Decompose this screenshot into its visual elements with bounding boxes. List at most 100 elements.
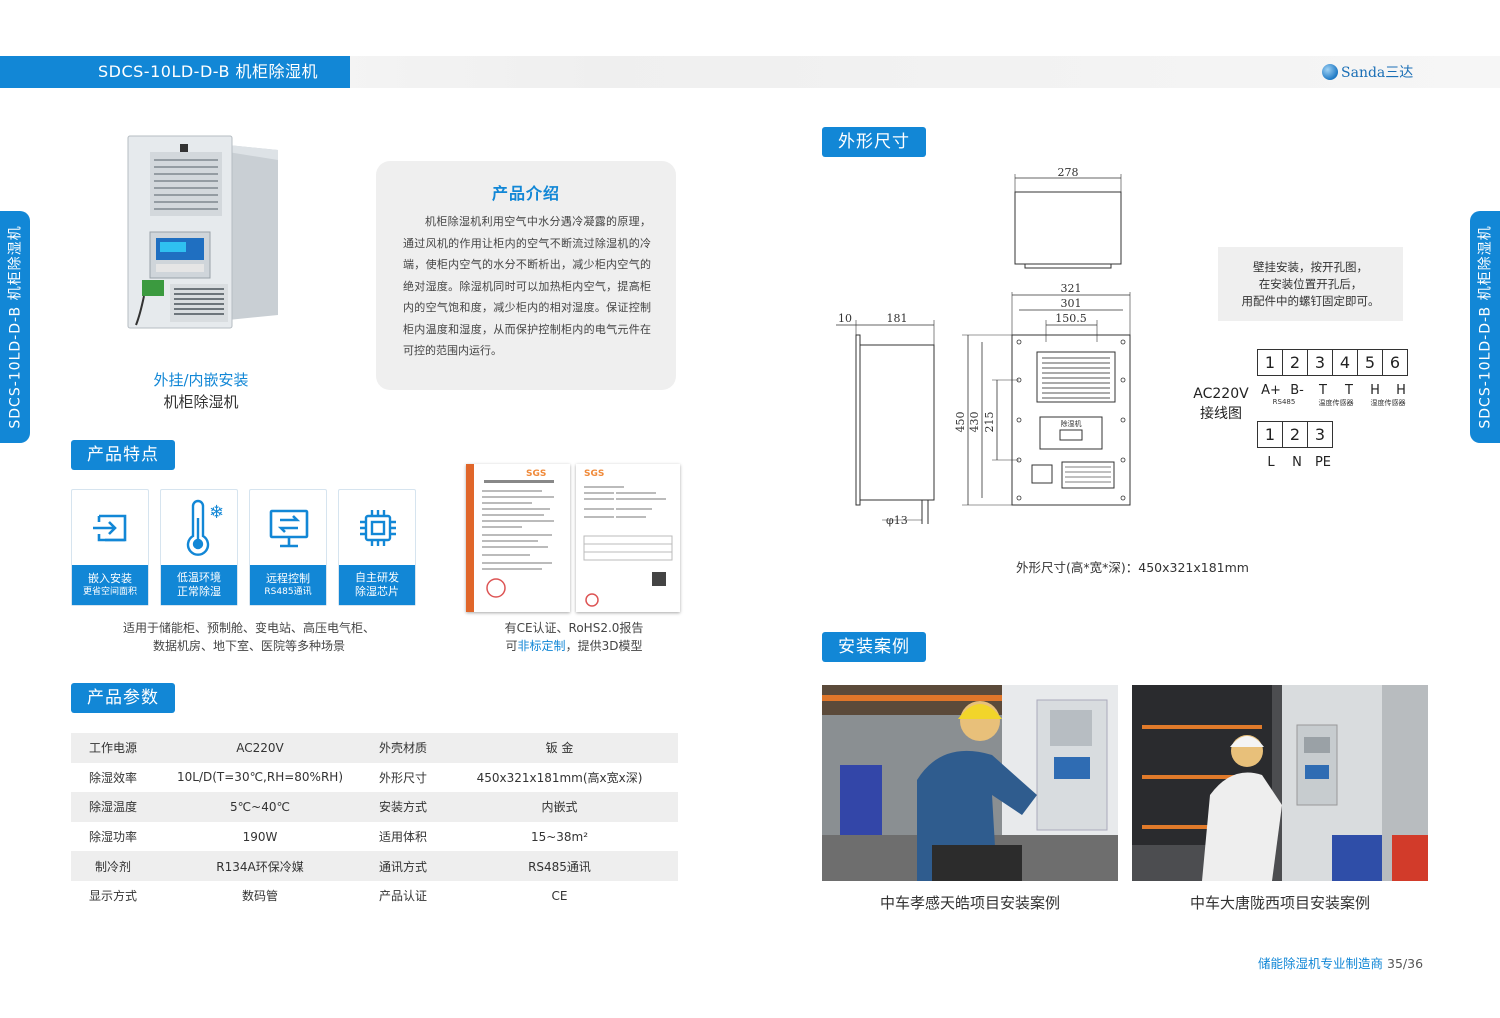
side-tab-left-label: SDCS-10LD-D-B 机柜除湿机 bbox=[8, 225, 24, 429]
wiring-terminal-row2: 1 2 3 L N PE bbox=[1257, 421, 1336, 470]
thermometer-icon: ❄ bbox=[186, 499, 224, 556]
terminal-number: 2 bbox=[1282, 421, 1308, 448]
cert2-brand: SGS bbox=[584, 469, 604, 479]
param-label: 显示方式 bbox=[88, 889, 137, 904]
feature-sublabel: RS485通讯 bbox=[264, 586, 312, 597]
params-title: 产品参数 bbox=[71, 683, 175, 713]
param-value: AC220V bbox=[155, 733, 365, 763]
certs-note-line1: 有CE认证、RoHS2.0报告 bbox=[504, 621, 644, 635]
terminal-label: PE bbox=[1314, 455, 1332, 470]
dim-pipe: φ13 bbox=[886, 514, 908, 527]
terminal-number: 3 bbox=[1307, 421, 1333, 448]
cert1-brand: SGS bbox=[526, 469, 546, 479]
install-tip: 壁挂安装，按开孔图， 在安装位置开孔后， 用配件中的螺钉固定即可。 bbox=[1218, 247, 1403, 321]
case-caption-1: 中车孝感天皓项目安装案例 bbox=[879, 894, 1060, 912]
brand-logo: Sanda三达 bbox=[1322, 62, 1413, 82]
param-value: RS485通讯 bbox=[441, 851, 678, 881]
case-caption-2: 中车大唐陇西项目安装案例 bbox=[1189, 894, 1370, 912]
feature-label: 远程控制 bbox=[266, 571, 310, 585]
feature-label: 低温环境 bbox=[177, 571, 221, 584]
terminal-number: 2 bbox=[1282, 349, 1308, 376]
terminal-label: H bbox=[1396, 383, 1406, 398]
feature-label: 嵌入安装 bbox=[88, 571, 132, 585]
intro-text: 机柜除湿机利用空气中水分遇冷凝露的原理，通过风机的作用让柜内的空气不断流过除湿机… bbox=[403, 215, 651, 357]
features-title: 产品特点 bbox=[71, 440, 175, 470]
certs-note-post: ，提供3D模型 bbox=[565, 639, 643, 653]
feature-card-embed: 嵌入安装更省空间面积 bbox=[71, 489, 149, 606]
dim-w150: 150.5 bbox=[1055, 312, 1087, 325]
features-note-line1: 适用于储能柜、预制舱、变电站、高压电气柜、 bbox=[122, 621, 375, 635]
side-tab-right: SDCS-10LD-D-B 机柜除湿机 bbox=[1470, 211, 1500, 443]
cases-title: 安装案例 bbox=[822, 632, 926, 662]
embed-icon bbox=[93, 514, 127, 542]
features-note: 适用于储能柜、预制舱、变电站、高压电气柜、 数据机房、地下室、医院等多种场景 bbox=[71, 619, 427, 655]
param-value: CE bbox=[551, 888, 568, 903]
terminal-sub-hum: 湿度传感器 bbox=[1370, 399, 1406, 407]
certs-note-pre: 可 bbox=[505, 639, 518, 653]
param-value: 190W bbox=[242, 829, 278, 844]
certificate-rohs-image: SGS bbox=[576, 464, 680, 612]
param-label: 除湿功率 bbox=[88, 830, 137, 845]
param-label: 适用体积 bbox=[378, 830, 427, 845]
param-label: 制冷剂 bbox=[71, 851, 155, 881]
dim-depth-10: 10 bbox=[838, 312, 852, 325]
intro-title: 产品介绍 bbox=[491, 184, 560, 203]
sanda-logo-icon bbox=[1322, 64, 1338, 80]
terminal-number: 3 bbox=[1307, 349, 1333, 376]
terminal-label: H bbox=[1370, 383, 1380, 398]
intro-box bbox=[376, 161, 676, 390]
dimensions-caption: 外形尺寸(高*宽*深)：450x321x181mm bbox=[1016, 560, 1249, 575]
certs-note: 有CE认证、RoHS2.0报告 可非标定制，提供3D模型 bbox=[466, 619, 682, 655]
footer-text: 储能除湿机专业制造商 bbox=[1258, 956, 1384, 971]
terminal-sub-temp: 温度传感器 bbox=[1318, 399, 1354, 407]
product-caption-install: 外挂/内嵌安装 bbox=[153, 371, 249, 389]
install-tip-line2: 在安装位置开孔后， bbox=[1258, 276, 1363, 291]
chip-icon bbox=[360, 510, 396, 546]
svg-text:❄: ❄ bbox=[209, 502, 224, 523]
param-value: 15~38m² bbox=[530, 829, 589, 844]
terminal-label: A+ bbox=[1261, 383, 1281, 398]
param-value: 450x321x181mm(高x宽x深) bbox=[476, 770, 643, 785]
terminal-number: 1 bbox=[1257, 421, 1283, 448]
logo-text: Sanda三达 bbox=[1341, 65, 1414, 81]
case-photo-1 bbox=[822, 685, 1118, 881]
terminal-number: 5 bbox=[1357, 349, 1383, 376]
param-label: 通讯方式 bbox=[365, 851, 441, 881]
dim-h215: 215 bbox=[983, 412, 996, 433]
terminal-number: 4 bbox=[1332, 349, 1358, 376]
param-value: 数码管 bbox=[241, 889, 278, 904]
side-tab-left: SDCS-10LD-D-B 机柜除湿机 bbox=[0, 211, 30, 443]
features-note-line2: 数据机房、地下室、医院等多种场景 bbox=[152, 639, 345, 653]
param-value: R134A环保冷媒 bbox=[155, 851, 365, 881]
side-tab-right-label: SDCS-10LD-D-B 机柜除湿机 bbox=[1478, 225, 1494, 429]
certs-note-highlight: 非标定制 bbox=[517, 639, 566, 653]
feature-card-low-temp: ❄ 低温环境正常除湿 bbox=[160, 489, 238, 606]
certs-note-line2: 可非标定制，提供3D模型 bbox=[466, 637, 682, 655]
param-label: 工作电源 bbox=[71, 733, 155, 763]
dim-h430: 430 bbox=[968, 412, 981, 433]
param-label: 外壳材质 bbox=[365, 733, 441, 763]
table-row: 除湿功率 190W 适用体积 15~38m² bbox=[71, 822, 678, 852]
param-value: 5℃~40℃ bbox=[155, 792, 365, 822]
dim-h450: 450 bbox=[954, 412, 967, 433]
product-image bbox=[127, 135, 278, 329]
terminal-label: B- bbox=[1290, 383, 1304, 398]
param-label: 除湿温度 bbox=[71, 792, 155, 822]
param-value: 钣 金 bbox=[441, 733, 678, 763]
dim-top-width: 278 bbox=[1058, 166, 1079, 179]
dimension-drawing: 278 10 181 φ13 除湿机 321 301 150.5 450 430… bbox=[836, 166, 1131, 527]
dimensions-title: 外形尺寸 bbox=[822, 127, 926, 157]
terminal-label: N bbox=[1292, 455, 1302, 470]
dim-panel-text: 除湿机 bbox=[1061, 419, 1082, 428]
dim-w301: 301 bbox=[1061, 297, 1082, 310]
terminal-sub-rs485: RS485 bbox=[1272, 398, 1296, 406]
certificate-ce-image: SGS bbox=[466, 464, 570, 612]
dim-depth-181: 181 bbox=[887, 312, 908, 325]
terminal-number: 6 bbox=[1382, 349, 1408, 376]
wiring-terminal-row1: 1 2 3 4 5 6 A+ B- T T H H RS485 温度传感器 湿度… bbox=[1257, 349, 1414, 408]
